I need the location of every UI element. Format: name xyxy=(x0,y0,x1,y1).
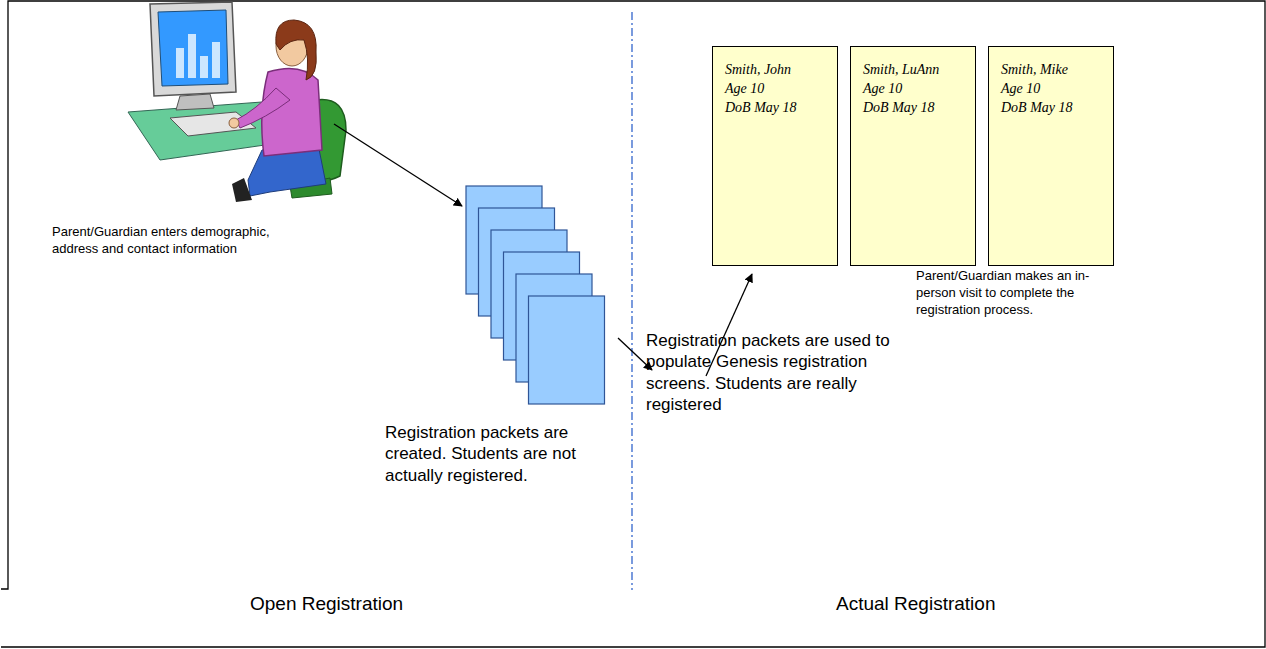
card-text: Smith, John xyxy=(725,61,827,80)
card-text: Age 10 xyxy=(863,80,965,99)
divider-line xyxy=(631,12,632,590)
step-caption: Registration packets are created. Studen… xyxy=(385,422,610,486)
student-card: Smith, JohnAge 10DoB May 18 xyxy=(712,46,838,266)
note-text: Parent/Guardian enters demographic, addr… xyxy=(52,224,292,258)
packet-page xyxy=(529,296,605,404)
section-title: Actual Registration xyxy=(836,593,1096,616)
computer-user-clipart xyxy=(128,2,346,202)
card-text: Age 10 xyxy=(725,80,827,99)
flow-arrow xyxy=(334,124,462,206)
student-card: Smith, LuAnnAge 10DoB May 18 xyxy=(850,46,976,266)
card-text: DoB May 18 xyxy=(725,99,827,118)
step-caption: Registration packets are used to populat… xyxy=(646,330,916,415)
packet-stack xyxy=(466,186,605,404)
card-text: DoB May 18 xyxy=(1001,99,1103,118)
card-text: DoB May 18 xyxy=(863,99,965,118)
card-text: Smith, Mike xyxy=(1001,61,1103,80)
note-text: Parent/Guardian makes an in-person visit… xyxy=(916,268,1116,319)
card-text: Age 10 xyxy=(1001,80,1103,99)
student-card: Smith, MikeAge 10DoB May 18 xyxy=(988,46,1114,266)
card-text: Smith, LuAnn xyxy=(863,61,965,80)
section-title: Open Registration xyxy=(250,593,510,616)
